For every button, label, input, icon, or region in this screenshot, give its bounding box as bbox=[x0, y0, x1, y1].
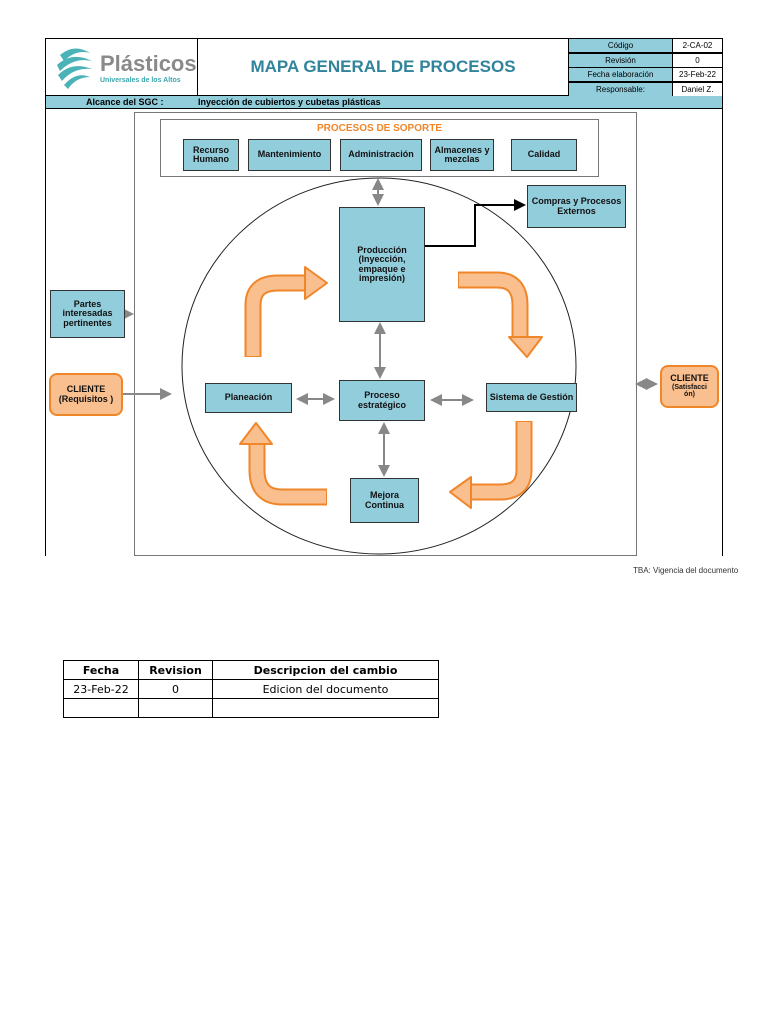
cell-fecha: 23-Feb-22 bbox=[63, 679, 139, 699]
table-row: 23-Feb-22 0 Edicion del documento bbox=[63, 679, 439, 699]
process-estrategico[interactable]: Proceso estratégico bbox=[339, 380, 425, 421]
process-sistema-gestion[interactable]: Sistema de Gestión bbox=[486, 383, 577, 412]
partes-interesadas[interactable]: Partes interesadas pertinentes bbox=[50, 290, 125, 338]
cycle-arrows bbox=[239, 266, 543, 509]
process-planeacion[interactable]: Planeación bbox=[205, 383, 292, 413]
header-fecha: Fecha bbox=[63, 660, 139, 680]
scope-value: Inyección de cubiertos y cubetas plástic… bbox=[198, 97, 381, 107]
cell-revision bbox=[138, 698, 213, 718]
table-header-row: Fecha Revision Descripcion del cambio bbox=[63, 660, 439, 680]
support-almacenes[interactable]: Almacenes y mezclas bbox=[430, 139, 494, 171]
process-map-frame bbox=[134, 112, 637, 556]
scope-label: Alcance del SGC : bbox=[86, 97, 164, 107]
cliente-out-sub: (Satisfacción) bbox=[671, 383, 708, 399]
support-recurso-humano[interactable]: Recurso Humano bbox=[183, 139, 239, 171]
support-administracion[interactable]: Administración bbox=[340, 139, 422, 171]
cell-descripcion: Edicion del documento bbox=[212, 679, 439, 699]
logo-brand: Plásticos bbox=[100, 50, 197, 76]
footer-note: TBA: Vigencia del documento bbox=[633, 566, 739, 575]
cell-revision: 0 bbox=[138, 679, 213, 699]
cliente-out-title: CLIENTE bbox=[670, 372, 709, 383]
scope-bar: Alcance del SGC : Inyección de cubiertos… bbox=[46, 96, 722, 109]
logo-sub: Universales de los Altos bbox=[100, 76, 181, 84]
support-calidad[interactable]: Calidad bbox=[511, 139, 577, 171]
process-compras[interactable]: Compras y Procesos Externos bbox=[527, 185, 626, 228]
diagram-connectors bbox=[122, 177, 658, 555]
cliente-in-sub: (Requisitos ) bbox=[58, 393, 114, 404]
cliente-satisfaccion[interactable]: CLIENTE (Satisfacción) bbox=[660, 365, 719, 408]
cell-fecha bbox=[63, 698, 139, 718]
process-mejora-continua[interactable]: Mejora Continua bbox=[350, 478, 419, 523]
cliente-in-title: CLIENTE bbox=[66, 383, 106, 394]
revision-table: Fecha Revision Descripcion del cambio 23… bbox=[63, 660, 439, 718]
cliente-requisitos[interactable]: CLIENTE (Requisitos ) bbox=[49, 373, 123, 416]
logo-swirl-icon bbox=[57, 48, 92, 89]
process-produccion[interactable]: Producción (Inyección, empaque e impresi… bbox=[339, 207, 425, 322]
support-mantenimiento[interactable]: Mantenimiento bbox=[248, 139, 331, 171]
cell-descripcion bbox=[212, 698, 439, 718]
header-revision: Revision bbox=[138, 660, 213, 680]
support-title: PROCESOS DE SOPORTE bbox=[316, 123, 443, 134]
table-row bbox=[63, 698, 439, 718]
header-descripcion: Descripcion del cambio bbox=[212, 660, 439, 680]
